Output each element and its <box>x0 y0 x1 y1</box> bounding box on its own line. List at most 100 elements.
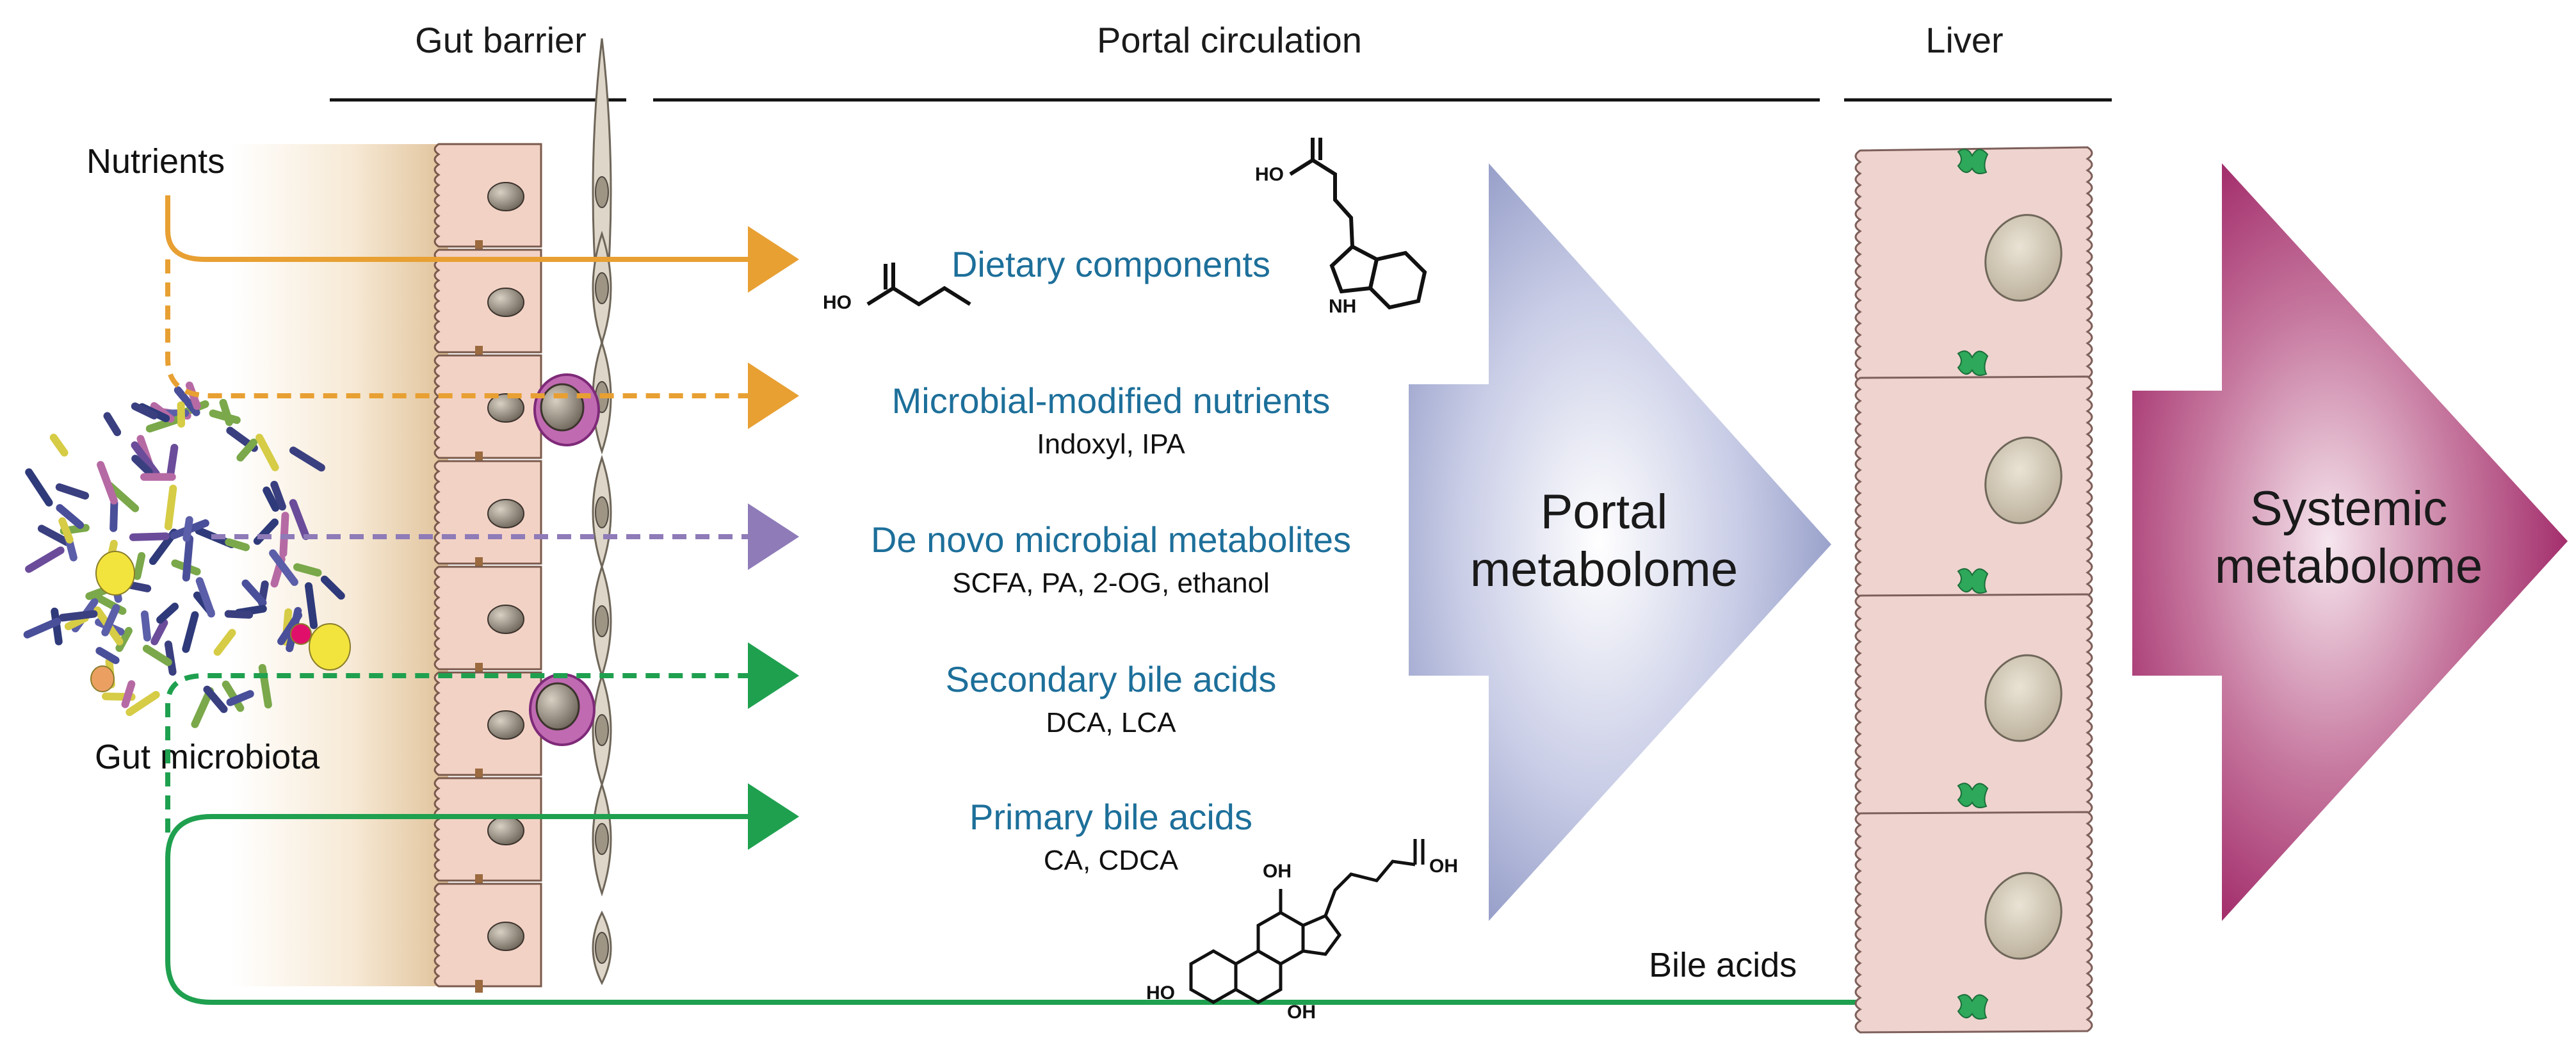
bacterium-rod <box>106 482 140 512</box>
hepatocyte <box>1854 811 2093 1034</box>
butyrate-structure: HO <box>823 263 971 313</box>
bacterium-coccus <box>95 551 135 596</box>
bacterium-rod <box>49 434 69 457</box>
bacterium-rod <box>140 610 151 642</box>
portal-metabolome-label-line1: Portal <box>1541 485 1668 539</box>
bile-acids-return-label: Bile acids <box>1649 946 1797 984</box>
bacterium-rod <box>164 640 177 676</box>
bacterium-rod <box>255 434 279 471</box>
bacterium-rod <box>182 535 194 582</box>
endothelial-nucleus <box>595 823 609 855</box>
hepatocyte-nucleus <box>1984 654 2062 742</box>
bacterium-rod <box>58 610 98 622</box>
bile-canaliculus <box>1957 994 1989 1020</box>
vascular-endothelium <box>592 38 612 986</box>
bacterium-rod <box>174 386 200 416</box>
bacterium-coccus <box>309 623 351 671</box>
bacterium-rod <box>269 549 298 586</box>
hepatocyte-nucleus <box>1984 872 2062 960</box>
immune-cell <box>529 673 595 746</box>
header-liver: Liver <box>1925 20 2003 60</box>
pathway-detail-microbial-modified: Indoxyl, IPA <box>1037 428 1185 460</box>
bacterium-rod <box>97 460 118 505</box>
endothelial-nucleus <box>595 932 609 964</box>
tight-junction <box>475 980 483 993</box>
bacterium-rod <box>195 577 215 618</box>
bacterium-rod <box>263 486 280 512</box>
metabolite-flows <box>165 195 1956 1005</box>
arrowhead <box>748 362 799 429</box>
hepatocyte-nucleus <box>1984 436 2062 525</box>
header-gut-barrier: Gut barrier <box>415 20 587 60</box>
steroid-oh-label: OH <box>1287 1002 1316 1023</box>
bacterium-rod <box>131 455 153 476</box>
pathway-detail-secondary-bile: DCA, LCA <box>1046 707 1177 738</box>
bacterium-rod <box>55 483 90 500</box>
bacterium-rod <box>182 516 193 542</box>
bile-canaliculus <box>1957 783 1989 808</box>
bacterium-rod <box>164 484 177 530</box>
bacterium-rod <box>142 644 172 667</box>
cell-nucleus <box>487 922 524 951</box>
bacterium-rod <box>103 412 122 437</box>
bacterium-rod <box>320 575 345 600</box>
bacterium-rod <box>222 680 245 712</box>
arrowhead <box>748 226 799 293</box>
cell-nucleus <box>487 288 524 317</box>
endothelial-nucleus <box>595 605 609 637</box>
bacterium-rod <box>236 438 258 462</box>
bacterium-rod <box>191 687 214 728</box>
endothelial-nucleus <box>595 176 609 208</box>
bacterium-rod <box>121 680 136 708</box>
pathway-title-primary-bile: Primary bile acids <box>969 797 1252 837</box>
bile-canaliculus <box>1957 149 1989 174</box>
butyrate-ho-label: HO <box>823 292 852 313</box>
endothelial-nucleus <box>595 272 609 304</box>
systemic-metabolome-arrow: Systemic metabolome <box>2132 163 2568 921</box>
bacterium-rod <box>289 499 310 541</box>
bacterium-coccus <box>290 623 312 645</box>
bacterium-rod <box>131 402 158 419</box>
bile-canaliculus <box>1957 350 1989 376</box>
bacterium-rod <box>289 446 325 472</box>
bacterium-rod <box>131 441 160 478</box>
bacterium-rod <box>145 414 185 433</box>
cell-nucleus <box>487 182 524 211</box>
bacterium-rod <box>177 401 186 428</box>
bacterium-rod <box>166 444 179 477</box>
flow-microbial-modified <box>165 259 756 398</box>
gut-epithelium <box>433 143 542 993</box>
bacterium-rod <box>241 579 267 607</box>
pathway-title-de-novo: De novo microbial metabolites <box>871 519 1351 560</box>
bacterium-rod <box>129 532 170 541</box>
bacterium-rod <box>51 607 63 646</box>
cell-nucleus <box>487 710 524 740</box>
bacterium-rod <box>25 546 65 573</box>
systemic-metabolome-label-line2: metabolome <box>2215 539 2483 594</box>
gut-microbiota-cluster <box>23 381 351 728</box>
gut-lumen-gradient <box>231 144 448 986</box>
bacterium-rod <box>304 582 318 630</box>
pathway-title-secondary-bile: Secondary bile acids <box>946 659 1277 699</box>
immune-cell <box>533 373 600 446</box>
bacterium-rod <box>115 626 133 652</box>
bacterium-rod <box>58 517 74 544</box>
arrowhead <box>748 642 799 709</box>
header-portal-circulation: Portal circulation <box>1097 20 1362 60</box>
bile-canaliculus <box>1957 568 1989 594</box>
indolepropionic-acid-structure: HO NH <box>1255 138 1427 317</box>
pathway-detail-de-novo: SCFA, PA, 2-OG, ethanol <box>952 567 1270 599</box>
bacterium-rod <box>109 499 118 532</box>
bacterium-rod <box>293 563 322 577</box>
bacterium-coccus <box>90 665 115 692</box>
cell-nucleus <box>487 816 524 845</box>
arrowhead <box>748 503 799 570</box>
ipa-nh-label: NH <box>1329 296 1356 317</box>
bacterium-rod <box>213 629 236 656</box>
bacterium-rod <box>270 480 286 511</box>
bacterium-rod <box>126 690 160 717</box>
cell-nucleus <box>487 499 524 528</box>
bacterium-rod <box>140 473 176 481</box>
bacterium-rod <box>203 685 228 713</box>
